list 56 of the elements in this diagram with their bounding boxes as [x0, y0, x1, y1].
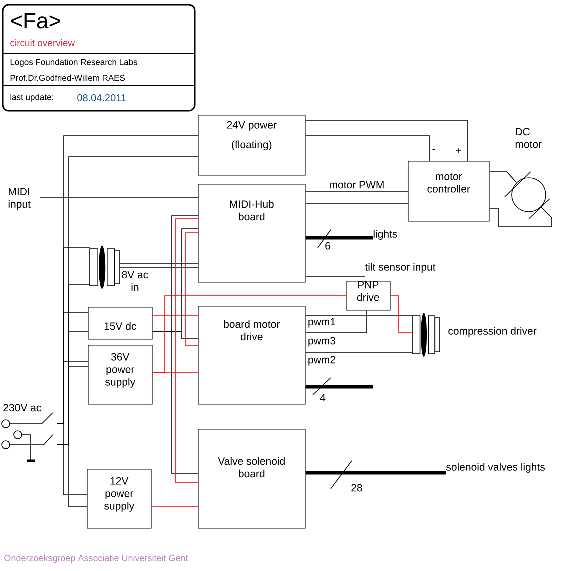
wire [390, 296, 414, 334]
power-supply-box: 24V power (floating) [198, 115, 306, 176]
edge-label: - [432, 148, 436, 154]
author-name: Prof.Dr.Godfried-Willem RAES [10, 74, 126, 82]
wire [176, 218, 198, 484]
controller-box: motor controller [408, 161, 490, 222]
subtitle: circuit overview [10, 40, 76, 46]
wire [152, 296, 346, 374]
terminal-label: MIDI input [8, 188, 31, 210]
edge-label: pwm1 [308, 318, 336, 328]
transformer-symbol [412, 313, 440, 357]
wire [305, 276, 366, 278]
wire [120, 264, 198, 268]
motor-symbol [504, 172, 550, 220]
edge-label: 6 [324, 242, 332, 250]
board-box: MIDI-Hub board [198, 184, 306, 283]
organisation-name: Logos Foundation Research Labs [10, 59, 138, 67]
wire [489, 172, 518, 184]
terminal-label: lights [374, 230, 398, 240]
component-label: 8V ac in [122, 271, 148, 292]
wire [305, 136, 430, 162]
wire [152, 228, 198, 332]
power-supply-box: 15V dc [88, 307, 153, 340]
component-label: 230V ac [4, 404, 42, 412]
wire [57, 424, 88, 496]
wire [306, 236, 373, 240]
wire [489, 206, 552, 228]
power-supply-box: 36V power supply [88, 345, 153, 405]
component-label: DC motor [516, 128, 542, 148]
driver-box: PNP drive [346, 281, 391, 311]
edge-label: 28 [350, 484, 364, 492]
footer-text: Onderzoeksgroep Associatie Universiteit Gent [4, 554, 188, 564]
wire [305, 120, 468, 162]
terminal-label: tilt sensor input [365, 263, 436, 273]
transformer-symbol [90, 246, 120, 289]
edge-label: pwm3 [308, 336, 336, 348]
wire [305, 310, 368, 334]
board-box: board motor drive [198, 306, 306, 405]
date-value: 08.04.2011 [78, 94, 126, 102]
title: <Fa> [11, 13, 60, 29]
edge-label: + [455, 147, 463, 155]
wire [151, 506, 198, 508]
edge-label: 4 [320, 394, 326, 402]
power-supply-box: 12V power supply [87, 469, 152, 529]
edge-label: pwm2 [308, 356, 336, 366]
wire [57, 444, 88, 508]
component-label: compression driver [448, 327, 537, 337]
wire [186, 232, 198, 346]
date-label: last update: [10, 94, 54, 102]
wire [172, 216, 198, 474]
wire [305, 352, 414, 354]
wire [306, 385, 373, 389]
wire [306, 471, 446, 475]
edge-label: motor PWM [328, 180, 386, 190]
board-box: Valve solenoid board [198, 429, 306, 529]
terminal-label: solenoid valves lights [446, 463, 545, 473]
